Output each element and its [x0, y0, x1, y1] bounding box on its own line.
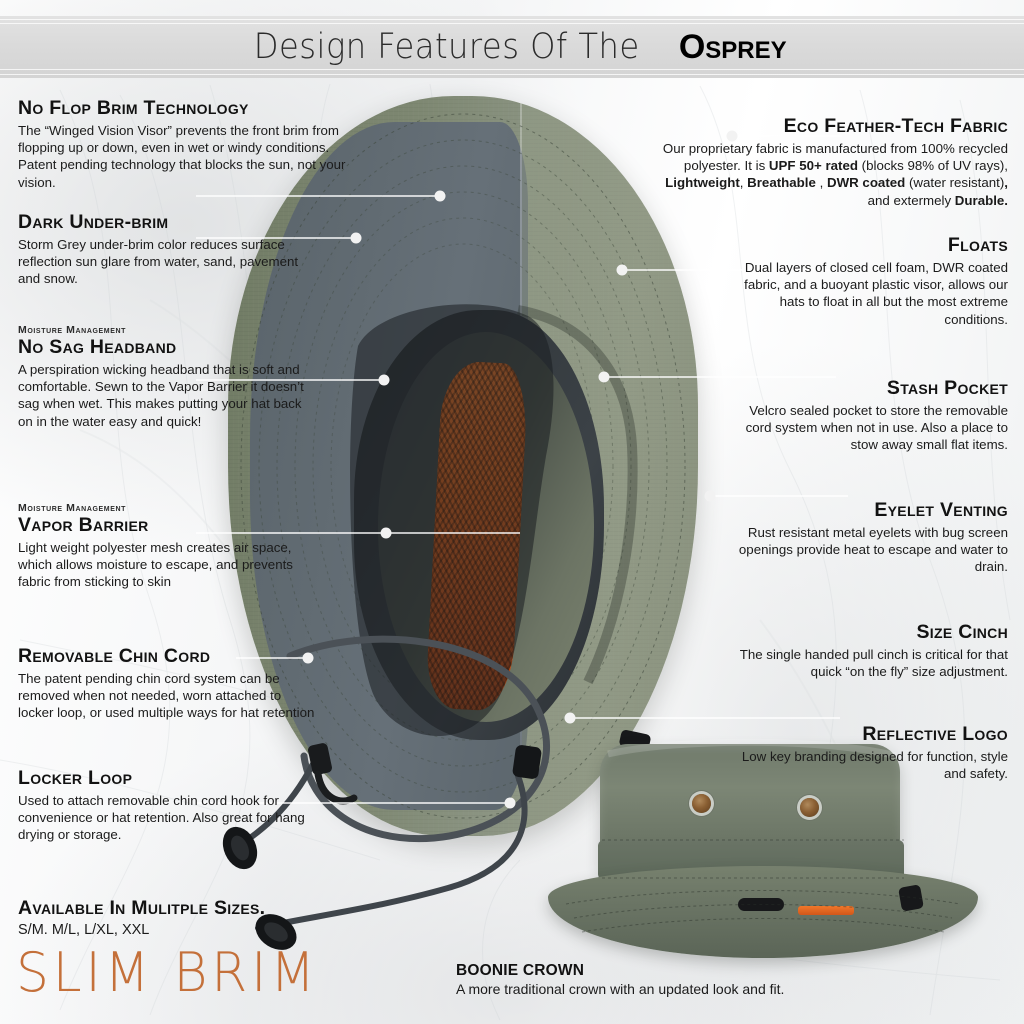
feature-heading: Floats — [947, 234, 1008, 256]
feature-no-flop-brim-technology: No Flop Brim Technology The “Winged Visi… — [18, 97, 348, 191]
feature-heading: Locker Loop — [18, 767, 133, 789]
feature-heading: Eco Feather-Tech Fabric — [783, 115, 1008, 137]
boonie-caption-body: A more traditional crown with an updated… — [456, 981, 785, 997]
feature-eyebrow: Moisture Management — [18, 502, 127, 514]
feature-heading: No Sag Headband — [18, 336, 177, 358]
sizes-list: S/M. M/L, L/XL, XXL — [18, 921, 150, 938]
hat-product-photo — [222, 96, 698, 950]
header-band — [0, 16, 1024, 78]
feature-removable-chin-cord: Removable Chin Cord The patent pending c… — [18, 645, 318, 722]
feature-heading: Vapor Barrier — [18, 514, 149, 536]
available-sizes-block: Available In Mulitple Sizes. S/M. M/L, L… — [18, 897, 358, 938]
eyelet-left — [692, 794, 711, 813]
feature-locker-loop: Locker Loop Used to attach removable chi… — [18, 767, 308, 844]
feature-heading: Reflective Logo — [862, 723, 1008, 745]
feature-reflective-logo: Reflective Logo Low key branding designe… — [726, 723, 1008, 782]
feature-stash-pocket: Stash Pocket Velcro sealed pocket to sto… — [728, 377, 1008, 454]
feature-heading: Dark Under-brim — [18, 211, 169, 233]
hat-brim — [228, 96, 698, 836]
feature-body: Rust resistant metal eyelets with bug sc… — [738, 524, 1008, 575]
feature-body: The patent pending chin cord system can … — [18, 670, 315, 721]
feature-eyelet-venting: Eyelet Venting Rust resistant metal eyel… — [728, 499, 1008, 576]
reflective-logo-tab — [798, 906, 854, 915]
feature-heading: Removable Chin Cord — [18, 645, 211, 667]
feature-body: The single handed pull cinch is critical… — [739, 646, 1008, 680]
feature-heading: No Flop Brim Technology — [18, 97, 249, 119]
feature-heading: Stash Pocket — [886, 377, 1008, 399]
feature-no-sag-headband: Moisture Management No Sag Headband A pe… — [18, 324, 308, 430]
feature-body: Used to attach removable chin cord hook … — [18, 792, 305, 843]
feature-body: Velcro sealed pocket to store the remova… — [745, 402, 1008, 453]
slim-brim-logo: SLIM BRIM — [16, 946, 436, 1000]
page-title: Design Features Of The Osprey — [0, 16, 1024, 78]
feature-heading: Size Cinch — [916, 621, 1008, 643]
feature-body: A perspiration wicking headband that is … — [18, 361, 304, 429]
boonie-caption-heading: BOONIE CROWN — [456, 962, 585, 979]
feature-eyebrow: Moisture Management — [18, 324, 127, 336]
title-main-text: Design Features Of The — [254, 27, 641, 67]
sizes-heading: Available In Mulitple Sizes. — [18, 897, 266, 919]
feature-body: Storm Grey under-brim color reduces surf… — [18, 236, 299, 287]
slim-brim-text: SLIM BRIM — [16, 941, 319, 1004]
feature-body: Dual layers of closed cell foam, DWR coa… — [744, 259, 1008, 327]
hat-headband-shadow — [350, 304, 638, 736]
boonie-crown-caption: BOONIE CROWN A more traditional crown wi… — [456, 962, 926, 998]
feature-eco-feather-tech-fabric: Eco Feather-Tech Fabric Our proprietary … — [656, 115, 1008, 209]
boonie-stitching — [565, 738, 961, 933]
feature-body: Our proprietary fabric is manufactured f… — [662, 140, 1008, 208]
feature-heading: Eyelet Venting — [874, 499, 1008, 521]
feature-floats: Floats Dual layers of closed cell foam, … — [718, 234, 1008, 328]
boonie-cord-toggle — [738, 898, 784, 911]
title-brand-text: Osprey — [678, 27, 787, 66]
feature-size-cinch: Size Cinch The single handed pull cinch … — [726, 621, 1008, 680]
eyelet-right — [800, 798, 819, 817]
feature-body: Light weight polyester mesh creates air … — [18, 539, 293, 590]
feature-body: The “Winged Vision Visor” prevents the f… — [18, 122, 346, 190]
feature-dark-under-brim: Dark Under-brim Storm Grey under-brim co… — [18, 211, 318, 288]
boonie-crown-inset-photo — [548, 736, 978, 968]
feature-vapor-barrier: Moisture Management Vapor Barrier Light … — [18, 502, 308, 591]
feature-body: Low key branding designed for function, … — [741, 748, 1008, 782]
